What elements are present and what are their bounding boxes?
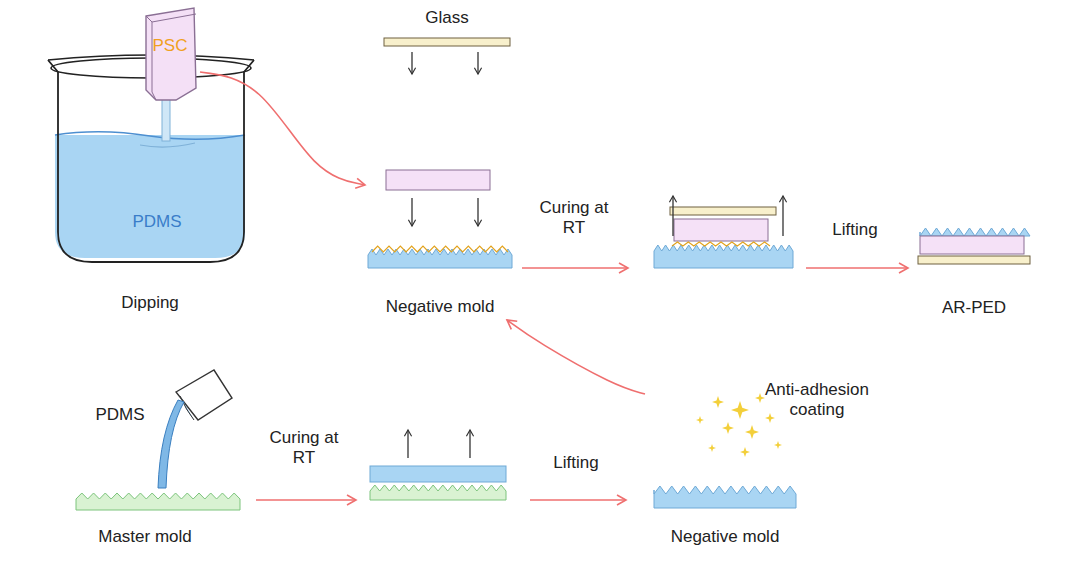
illustration-part: [384, 38, 510, 46]
process-arrow: [256, 499, 356, 501]
stage-label: PSC: [153, 36, 188, 56]
illustration-part: [180, 396, 194, 420]
sparkle: [774, 441, 782, 449]
sparkle: [722, 422, 734, 434]
illustration-part: [407, 430, 408, 458]
sparkle: [731, 401, 749, 419]
illustration-part: [672, 196, 673, 236]
illustration-part: [370, 466, 506, 482]
illustration-part: [672, 242, 770, 246]
process-arrow: [530, 499, 626, 501]
assembly-stage: [368, 38, 512, 268]
illustration-part: [176, 370, 232, 420]
curing-stage: [370, 430, 506, 500]
sparkle: [765, 413, 775, 423]
step-label: Curing at RT: [269, 428, 339, 469]
stage-label: Anti-adhesion coating: [752, 380, 882, 421]
ar-ped-device: [918, 228, 1030, 264]
step-label: Curing at RT: [539, 198, 609, 239]
process-stage: Anti-adhesion coatingNegative mold: [645, 362, 895, 552]
step-label: Lifting: [815, 220, 895, 240]
psc-bottle: [140, 8, 196, 147]
illustration-part: [55, 135, 245, 258]
process-arrow: [806, 267, 908, 269]
process-stage: PDMS Master mold: [55, 395, 255, 551]
illustration-part: [411, 52, 412, 74]
stage-caption: Master mold: [98, 527, 192, 547]
stage-caption: Dipping: [121, 293, 179, 313]
anti-adhesion-layer: [372, 246, 508, 252]
sparkle: [755, 393, 765, 403]
step-label: Lifting: [536, 453, 616, 473]
illustration-part: [918, 256, 1030, 264]
illustration-part: [162, 95, 170, 141]
illustration-part: [140, 143, 195, 147]
illustration-part: [158, 400, 184, 488]
process-arrow: [522, 267, 628, 269]
process-stage: GlassNegative mold: [365, 4, 515, 320]
stage-label: PDMS: [132, 212, 181, 232]
negative-mold: [654, 486, 796, 508]
stage-label: AR-PED: [942, 298, 1006, 318]
illustration-part: [411, 198, 412, 226]
illustration-part: [469, 430, 470, 458]
coating-sparkles: [696, 393, 782, 457]
process-stage: PSC: [140, 6, 200, 102]
stage-label: Glass: [425, 8, 468, 28]
sparkle: [745, 425, 759, 439]
master-mold: [76, 493, 240, 510]
flow-arrow: [200, 72, 365, 185]
sparkle: [740, 447, 750, 457]
illustration-part: [370, 485, 506, 500]
process-stage: PDMS Dipping: [45, 100, 260, 315]
illustration-part: [920, 236, 1024, 254]
flow-arrow: [507, 320, 645, 394]
illustration-part: [146, 8, 196, 100]
sparkle: [712, 396, 724, 408]
illustration-part: [654, 245, 793, 268]
illustration-part: [920, 228, 1030, 236]
illustration-part: [146, 14, 196, 100]
stage-label: PDMS: [95, 405, 144, 425]
process-stage: AR-PED: [912, 214, 1038, 320]
stage-caption: Negative mold: [671, 527, 780, 547]
sparkle: [696, 416, 704, 424]
illustration-part: [670, 207, 776, 215]
illustration-part: [386, 170, 490, 190]
illustration-part: [782, 196, 783, 236]
illustration-part: [674, 219, 768, 241]
illustration-part: [55, 132, 245, 140]
illustration-part: [477, 198, 478, 226]
cured-stage: [654, 196, 793, 268]
stage-caption: Negative mold: [386, 297, 495, 317]
pouring-cup: [158, 370, 232, 488]
illustration-part: [477, 52, 478, 74]
sparkle: [708, 444, 716, 452]
